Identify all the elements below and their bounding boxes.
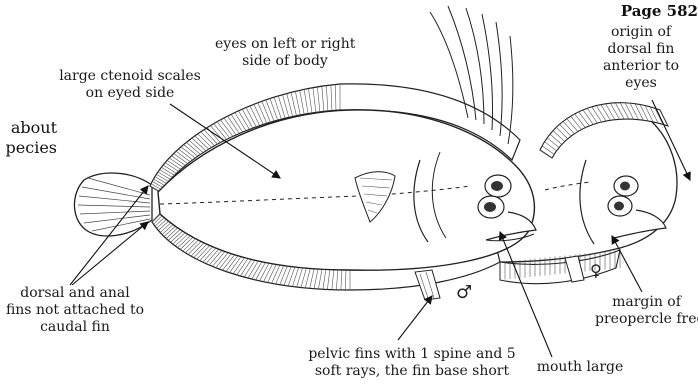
male-symbol: ♂ xyxy=(456,282,472,303)
pointer-pelvic xyxy=(398,296,432,340)
pointer-mouth xyxy=(500,232,552,357)
pointer-dorsal-origin xyxy=(652,100,690,180)
female-symbol: ♀ xyxy=(590,261,602,280)
caudal-fin xyxy=(74,173,152,236)
